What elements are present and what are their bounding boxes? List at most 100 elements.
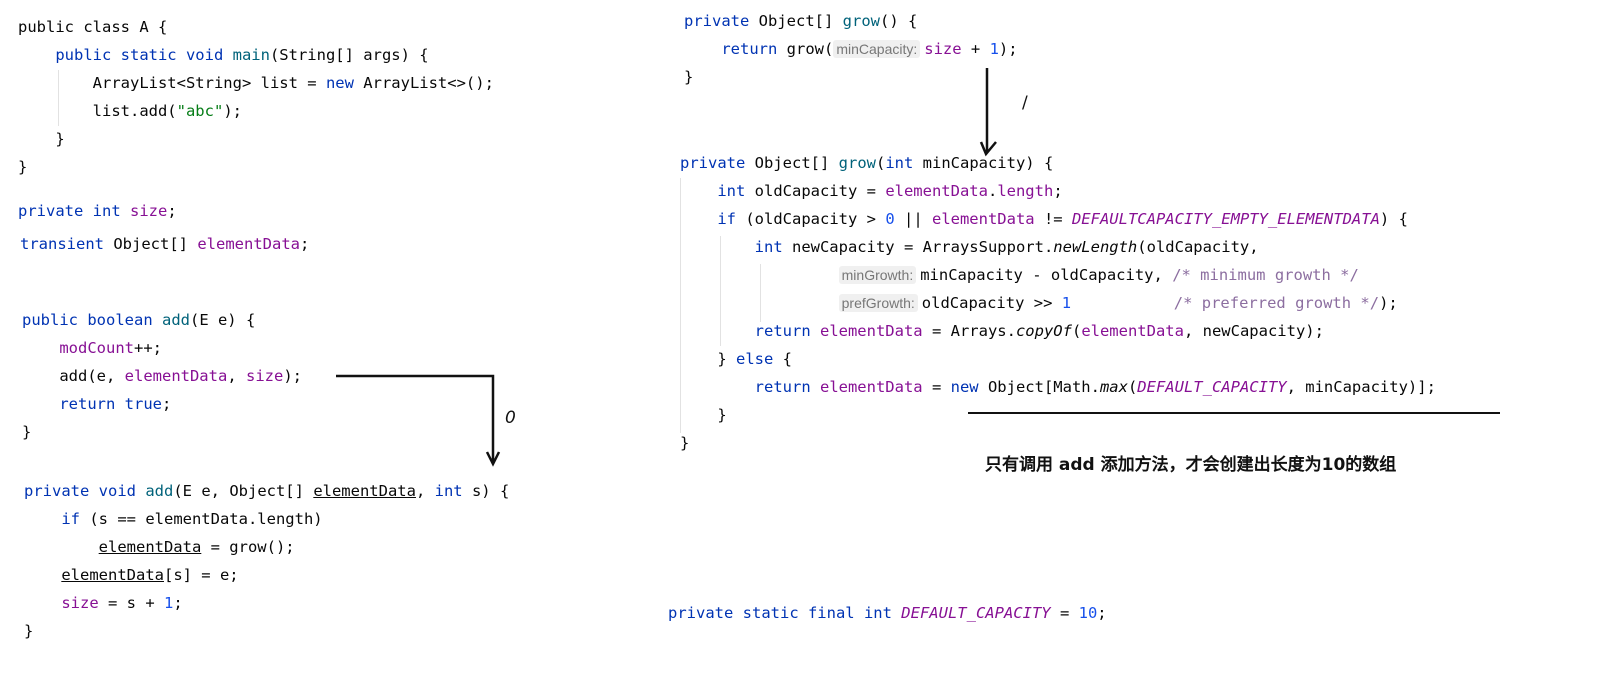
- code-token: elementData: [819, 378, 923, 396]
- code-line: }: [18, 125, 494, 153]
- code-token: (: [875, 154, 886, 172]
- code-token: (: [1127, 378, 1138, 396]
- code-token: s) {: [471, 482, 510, 500]
- code-token: Object[]: [754, 154, 839, 172]
- code-line: int newCapacity = ArraysSupport.newLengt…: [680, 233, 1436, 261]
- code-token: oldCapacity =: [754, 182, 886, 200]
- code-line: elementData = grow();: [24, 533, 509, 561]
- handwritten-note: 只有调用 add 添加方法，才会创建出长度为10的数组: [985, 455, 1397, 475]
- code-token: );: [283, 367, 302, 385]
- code-token: ||: [894, 210, 932, 228]
- code-token: int: [754, 238, 792, 256]
- code-token: DEFAULT_CAPACITY: [1137, 378, 1287, 396]
- code-token: add: [145, 482, 174, 500]
- code-token: = s +: [98, 594, 164, 612]
- code-token: oldCapacity >>: [921, 294, 1062, 312]
- code-line: return elementData = Arrays.copyOf(eleme…: [680, 317, 1436, 345]
- code-token: (s == elementData.length): [89, 510, 323, 528]
- code-token: }: [680, 434, 690, 452]
- code-token: Object[Math.: [987, 378, 1100, 396]
- code-token: elementData: [197, 235, 300, 253]
- parameter-hint: prefGrowth:: [838, 294, 918, 312]
- code-token: }: [684, 68, 694, 86]
- code-token: /* minimum growth */: [1172, 266, 1359, 284]
- add-private-block: private void add(E e, Object[] elementDa…: [24, 477, 509, 645]
- code-token: int: [434, 482, 472, 500]
- code-token: public static void: [55, 46, 233, 64]
- code-token: copyOf: [1015, 322, 1072, 340]
- code-token: =: [922, 378, 951, 396]
- code-line: modCount++;: [22, 334, 302, 362]
- code-token: /* preferred growth */: [1173, 294, 1380, 312]
- code-line: private int size;: [18, 197, 177, 225]
- code-line: prefGrowth:oldCapacity >> 1 /* preferred…: [680, 289, 1436, 317]
- code-token: );: [1379, 294, 1398, 312]
- code-token: 1: [989, 40, 999, 58]
- code-token: ++;: [133, 339, 162, 357]
- code-line: }: [684, 63, 1018, 91]
- code-token: ;: [1053, 182, 1063, 200]
- indent-guide: [58, 70, 59, 126]
- code-token: private void: [24, 482, 146, 500]
- code-line: }: [680, 429, 1436, 457]
- parameter-hint: minCapacity:: [833, 40, 921, 58]
- code-line: }: [680, 401, 1436, 429]
- code-token: minCapacity - oldCapacity,: [920, 266, 1173, 284]
- code-token: 10: [1078, 604, 1098, 622]
- code-token: ArrayList<>();: [363, 74, 494, 92]
- code-line: } else {: [680, 345, 1436, 373]
- code-token: private int: [18, 202, 130, 220]
- code-token: .: [987, 182, 998, 200]
- code-token: elementData: [885, 182, 988, 200]
- code-token: main: [232, 46, 270, 64]
- code-token: return true: [59, 395, 162, 413]
- code-token: elementData: [98, 538, 202, 556]
- code-token: ;: [173, 594, 183, 612]
- code-token: elementData: [819, 322, 923, 340]
- code-token: ,: [415, 482, 435, 500]
- code-token: }: [22, 423, 32, 441]
- code-token: new: [950, 378, 988, 396]
- code-token: grow: [842, 12, 880, 30]
- code-token: =: [1050, 604, 1079, 622]
- code-token: grow(: [786, 40, 834, 58]
- code-token: ,: [227, 367, 246, 385]
- code-token: elementData: [313, 482, 416, 500]
- indent-guide: [720, 236, 721, 346]
- grow-block: private Object[] grow(int minCapacity) {…: [680, 149, 1436, 457]
- code-token: if: [61, 510, 90, 528]
- arrow-grow-to-grow-int: [979, 68, 997, 157]
- code-line: private Object[] grow() {: [684, 7, 1018, 35]
- code-line: return grow(minCapacity:size + 1);: [684, 35, 1018, 63]
- step-label-0: 0: [505, 408, 516, 428]
- code-token: length: [997, 182, 1054, 200]
- code-token: !=: [1034, 210, 1072, 228]
- code-token: private: [680, 154, 755, 172]
- code-token: = Arrays.: [922, 322, 1016, 340]
- code-token: elementData: [124, 367, 228, 385]
- code-line: add(e, elementData, size);: [22, 362, 302, 390]
- code-token: newCapacity = ArraysSupport.: [791, 238, 1054, 256]
- code-token: newLength: [1053, 238, 1138, 256]
- code-token: else: [736, 350, 783, 368]
- code-token: DEFAULT_CAPACITY: [901, 604, 1051, 622]
- code-line: private void add(E e, Object[] elementDa…: [24, 477, 509, 505]
- default-capacity-field: private static final int DEFAULT_CAPACIT…: [668, 599, 1107, 627]
- code-token: size: [245, 367, 284, 385]
- code-token: );: [998, 40, 1018, 58]
- code-line: ArrayList<String> list = new ArrayList<>…: [18, 69, 494, 97]
- code-token: (String[] args) {: [269, 46, 429, 64]
- code-line: if (oldCapacity > 0 || elementData != DE…: [680, 205, 1436, 233]
- code-token: (E e) {: [189, 311, 256, 329]
- code-line: public static void main(String[] args) {: [18, 41, 494, 69]
- code-token: int: [885, 154, 923, 172]
- code-token: transient: [20, 235, 114, 253]
- code-token: grow: [838, 154, 876, 172]
- code-token: () {: [879, 12, 918, 30]
- size-field: private int size;: [18, 197, 177, 225]
- code-token: Object[]: [113, 235, 198, 253]
- code-token: new: [325, 74, 364, 92]
- code-token: max: [1099, 378, 1128, 396]
- parameter-hint: minGrowth:: [838, 266, 917, 284]
- code-token: ;: [161, 395, 172, 413]
